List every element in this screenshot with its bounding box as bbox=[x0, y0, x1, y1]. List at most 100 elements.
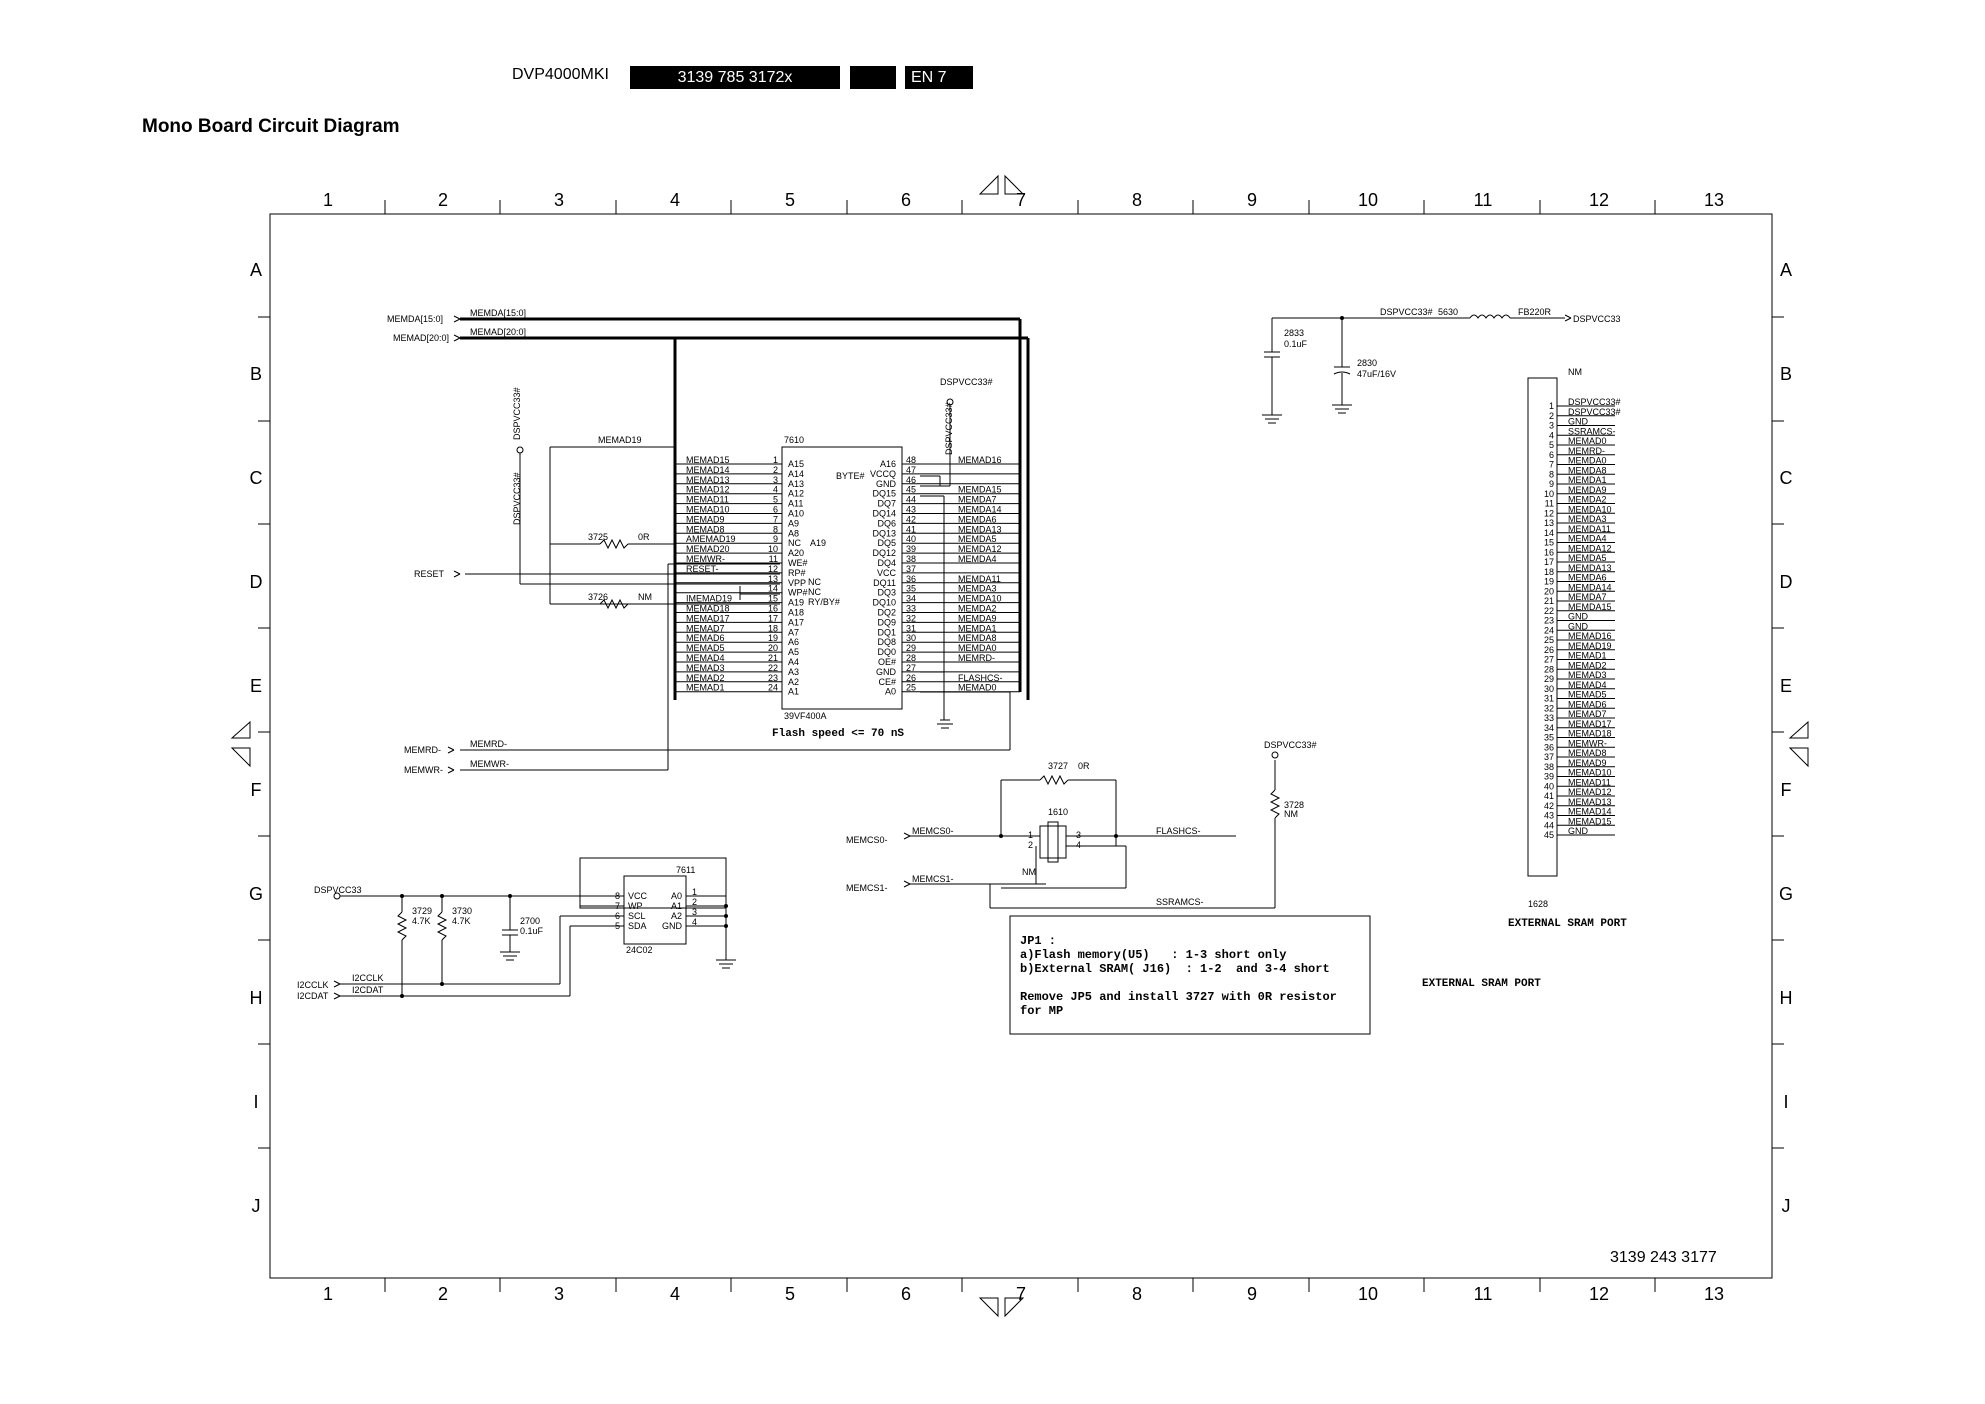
flash-left-pin: 10 bbox=[768, 544, 778, 554]
flash-right-net: MEMDA8 bbox=[958, 633, 997, 643]
flash-left-net: MEMAD11 bbox=[686, 495, 729, 505]
flash-right-name: VCCQ bbox=[870, 469, 896, 479]
flash-right-pin: 37 bbox=[906, 564, 916, 574]
sram-pin-number: 22 bbox=[1544, 606, 1554, 616]
grid-column-bottom: 13 bbox=[1704, 1284, 1724, 1304]
jp1610-pin1: 1 bbox=[1028, 830, 1033, 840]
reset-port: RESET bbox=[414, 569, 445, 579]
flash-left-pin: 16 bbox=[768, 604, 778, 614]
flash-right-net: MEMDA5 bbox=[958, 534, 997, 544]
grid-column-top: 7 bbox=[1016, 190, 1026, 210]
sram-pin-net: MEMDA12 bbox=[1568, 543, 1612, 553]
eeprom-vcc-port: DSPVCC33 bbox=[314, 885, 362, 895]
eeprom-right-pin: 1 bbox=[692, 887, 697, 897]
sram-pin-number: 10 bbox=[1544, 489, 1554, 499]
grid-column-bottom: 10 bbox=[1358, 1284, 1378, 1304]
sram-pin-net: MEMDA5 bbox=[1568, 553, 1607, 563]
r3729-ref: 3729 bbox=[412, 906, 432, 916]
flash-left-pin: 18 bbox=[768, 623, 778, 633]
sram-pin-net: MEMAD12 bbox=[1568, 787, 1612, 797]
sram-pin-number: 20 bbox=[1544, 586, 1554, 596]
flash-left-name: A3 bbox=[788, 667, 799, 677]
sram-pin-net: MEMAD9 bbox=[1568, 758, 1607, 768]
flash-right-pin: 48 bbox=[906, 455, 916, 465]
flash-left-net: MEMAD12 bbox=[686, 485, 730, 495]
flash-right-net: MEMDA10 bbox=[958, 594, 1002, 604]
eeprom-left-name: WP bbox=[628, 901, 643, 911]
flash-left-pin: 24 bbox=[768, 683, 778, 693]
flash-right-pin: 35 bbox=[906, 584, 916, 594]
flash-right-name: A0 bbox=[885, 687, 896, 697]
grid-row-left: E bbox=[250, 676, 262, 696]
drawing-number: 3139 243 3177 bbox=[1610, 1249, 1717, 1266]
grid-column-top: 11 bbox=[1474, 190, 1493, 210]
sram-pin-number: 14 bbox=[1544, 528, 1554, 538]
sram-pin-net: MEMAD15 bbox=[1568, 816, 1612, 826]
flash-left-name: A4 bbox=[788, 657, 799, 667]
flash-right-name: DQ2 bbox=[877, 608, 896, 618]
sram-pin-number: 2 bbox=[1549, 411, 1554, 421]
sram-pin-net: GND bbox=[1568, 621, 1589, 631]
sram-pin-net: MEMAD13 bbox=[1568, 797, 1612, 807]
sram-pin-net: MEMAD19 bbox=[1568, 641, 1612, 651]
sram-pin-net: MEMAD3 bbox=[1568, 670, 1607, 680]
flash-right-pin: 43 bbox=[906, 505, 916, 515]
dspvcc33-port: DSPVCC33 bbox=[1573, 314, 1621, 324]
memda-bus-label: MEMDA[15:0] bbox=[470, 308, 526, 318]
sram-pin-number: 41 bbox=[1544, 791, 1554, 801]
eeprom-left-pin: 8 bbox=[615, 891, 620, 901]
flash-left-net: MEMAD10 bbox=[686, 505, 730, 515]
sram-nm-label: NM bbox=[1568, 367, 1582, 377]
sram-pin-number: 37 bbox=[1544, 752, 1554, 762]
memad-bus-label: MEMAD[20:0] bbox=[470, 327, 526, 337]
i2cdat-label: I2CDAT bbox=[352, 985, 384, 995]
page-title: Mono Board Circuit Diagram bbox=[142, 116, 400, 137]
grid-row-right: H bbox=[1780, 988, 1793, 1008]
grid-row-left: H bbox=[250, 988, 263, 1008]
flash-left-name: NC bbox=[788, 538, 801, 548]
flash-right-name: DQ6 bbox=[877, 518, 896, 528]
flash-left-net: MEMAD17 bbox=[686, 613, 730, 623]
grid-row-left: D bbox=[250, 572, 263, 592]
sram-pin-number: 5 bbox=[1549, 440, 1554, 450]
r3726-ref: 3726 bbox=[588, 592, 608, 602]
dspvcc-label-d: DSPVCC33# bbox=[944, 402, 954, 455]
flash-right-pin: 29 bbox=[906, 643, 916, 653]
grid-column-top: 2 bbox=[438, 190, 448, 210]
flash-right-pin: 39 bbox=[906, 544, 916, 554]
bus-lines bbox=[453, 315, 1030, 700]
flash-right-name: CE# bbox=[878, 677, 896, 687]
sram-pin-net: MEMAD0 bbox=[1568, 436, 1607, 446]
flash-right-pin: 27 bbox=[906, 663, 916, 673]
r3730-value: 4.7K bbox=[452, 916, 471, 926]
flash-left-pin: 22 bbox=[768, 663, 778, 673]
sram-pin-net: MEMDA13 bbox=[1568, 563, 1612, 573]
grid-column-top: 12 bbox=[1589, 190, 1609, 210]
flash-right-net: MEMDA4 bbox=[958, 554, 997, 564]
model-number: DVP4000MKI bbox=[512, 66, 609, 83]
flash-inner-nc2: NC bbox=[808, 587, 821, 597]
flash-right-pin: 34 bbox=[906, 594, 916, 604]
grid-row-left: J bbox=[252, 1196, 261, 1216]
frame-ticks bbox=[258, 200, 1784, 1292]
sram-title: EXTERNAL SRAM PORT bbox=[1508, 918, 1627, 930]
flash-right-name: GND bbox=[876, 667, 897, 677]
grid-column-top: 9 bbox=[1247, 190, 1257, 210]
grid-column-bottom: 11 bbox=[1474, 1284, 1493, 1304]
flash-inner-byte: BYTE# bbox=[836, 471, 865, 481]
sram-pin-number: 44 bbox=[1544, 820, 1554, 830]
memrd-label: MEMRD- bbox=[470, 739, 507, 749]
flash-left-pin: 15 bbox=[768, 594, 778, 604]
flash-right-name: DQ5 bbox=[877, 538, 896, 548]
grid-row-left: C bbox=[250, 468, 263, 488]
flash-left-pin: 9 bbox=[773, 534, 778, 544]
grid-row-right: A bbox=[1780, 260, 1792, 280]
flash-left-name: A8 bbox=[788, 528, 799, 538]
sram-pin-number: 24 bbox=[1544, 625, 1554, 635]
sram-pin-number: 7 bbox=[1549, 460, 1554, 470]
grid-row-right: G bbox=[1779, 884, 1793, 904]
sram-pin-net: MEMAD11 bbox=[1568, 777, 1611, 787]
i2cclk-port: I2CCLK bbox=[297, 980, 329, 990]
flash-right-net: MEMAD16 bbox=[958, 455, 1002, 465]
